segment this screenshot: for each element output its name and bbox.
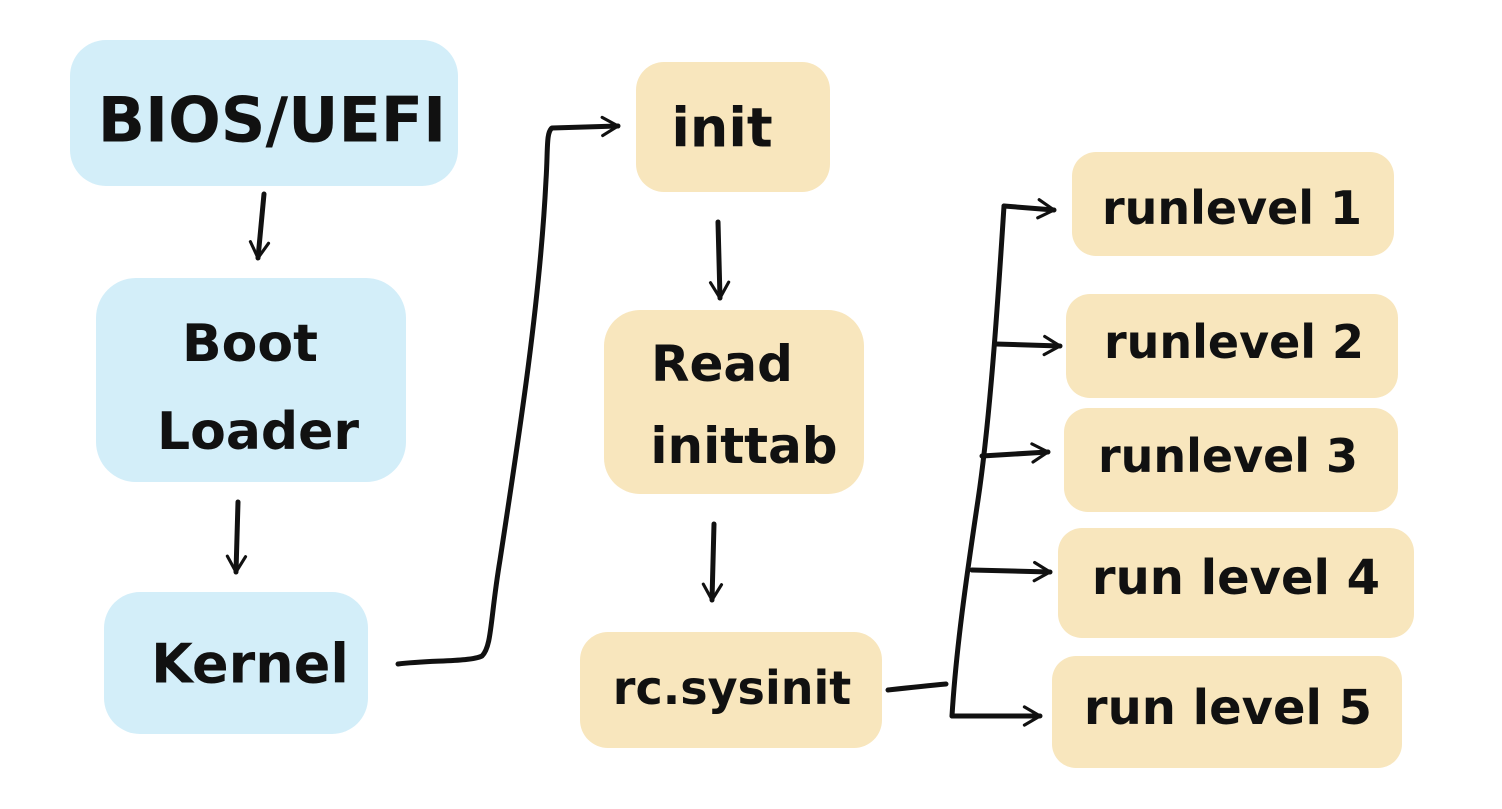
node-kernel-label: Kernel: [151, 633, 349, 696]
node-read-inittab-label-line2: inittab: [650, 417, 837, 475]
arrow-boot-loader-to-kernel: [225, 499, 248, 575]
node-read-inittab-box: [604, 310, 864, 494]
arrow-to-runlevel-4: [969, 560, 1053, 583]
node-runlevel-4: run level 4: [1058, 528, 1414, 638]
node-read-inittab: Read inittab: [604, 310, 864, 494]
node-bios-uefi-box: [70, 40, 458, 186]
node-bios-uefi: BIOS/UEFI: [70, 40, 458, 186]
node-kernel: Kernel: [104, 592, 368, 734]
node-runlevel-5-box: [1052, 656, 1402, 768]
node-init-box: [636, 62, 830, 192]
node-kernel-box: [104, 592, 368, 734]
node-boot-loader-label-line1: Boot: [182, 314, 318, 374]
node-runlevel-3-label: runlevel 3: [1098, 429, 1358, 483]
node-runlevel-2-box: [1066, 294, 1398, 398]
node-init: init: [636, 62, 830, 192]
node-boot-loader-label-line2: Loader: [157, 402, 359, 462]
node-runlevel-5: run level 5: [1052, 656, 1402, 768]
connector-runlevel-bus: [949, 203, 1007, 719]
node-runlevel-5-label: run level 5: [1084, 680, 1372, 736]
arrow-read-inittab-to-rc-sysinit: [701, 521, 724, 603]
node-boot-loader: Boot Loader: [96, 278, 406, 482]
node-runlevel-2: runlevel 2: [1066, 294, 1398, 398]
node-runlevel-4-label: run level 4: [1092, 550, 1380, 606]
node-rc-sysinit: rc.sysinit: [580, 632, 882, 748]
node-runlevel-2-label: runlevel 2: [1104, 315, 1364, 369]
node-read-inittab-label-line1: Read: [651, 335, 793, 393]
node-init-label: init: [671, 97, 772, 160]
node-rc-sysinit-label: rc.sysinit: [613, 661, 851, 715]
arrow-bios-to-boot-loader: [248, 191, 271, 261]
connector-rc-sysinit-to-bus: [885, 681, 949, 693]
node-runlevel-3-box: [1064, 408, 1398, 512]
node-runlevel-1: runlevel 1: [1072, 152, 1394, 256]
node-bios-uefi-label: BIOS/UEFI: [98, 84, 446, 157]
node-runlevel-4-box: [1058, 528, 1414, 638]
node-boot-loader-box: [96, 278, 406, 482]
arrow-init-to-read-inittab: [708, 219, 731, 301]
arrow-to-runlevel-2: [993, 334, 1063, 357]
arrow-to-runlevel-1: [1001, 198, 1057, 220]
node-rc-sysinit-box: [580, 632, 882, 748]
node-runlevel-1-label: runlevel 1: [1102, 181, 1362, 235]
arrow-kernel-to-init: [395, 115, 621, 667]
node-runlevel-3: runlevel 3: [1064, 408, 1398, 512]
node-runlevel-1-box: [1072, 152, 1394, 256]
arrow-to-runlevel-3: [979, 442, 1051, 464]
